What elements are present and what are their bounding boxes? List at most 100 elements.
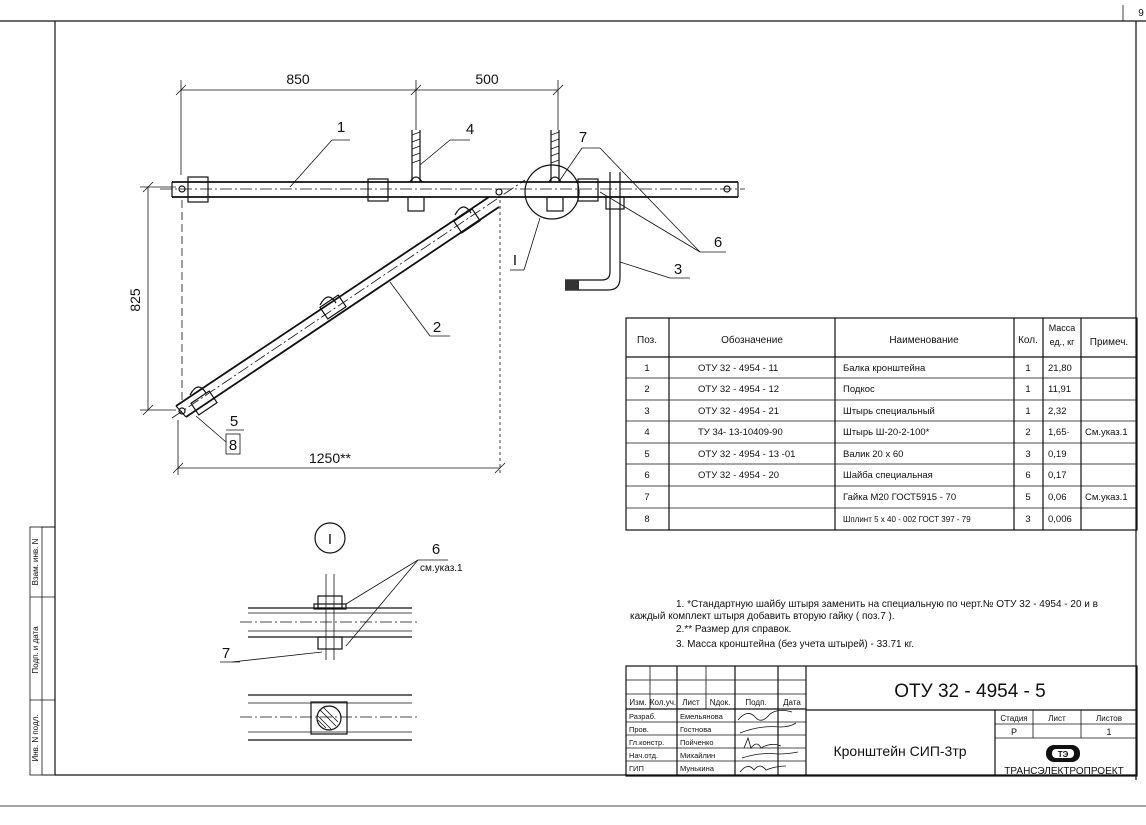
bracket-main-view: 850 500 825 1250** xyxy=(127,71,745,475)
tb-sheet-label: Лист xyxy=(1048,714,1066,723)
spec-cell-designation: ОТУ 32 - 4954 - 21 xyxy=(698,406,779,417)
leader-lines xyxy=(195,139,726,443)
tb-col-change: Изм. xyxy=(629,698,646,707)
special-pin xyxy=(565,172,625,291)
note-line-1: 1. *Стандартную шайбу штыря заменить на … xyxy=(676,598,1098,610)
tb-sheets-label: Листов xyxy=(1096,714,1122,723)
table-header-note: Примеч. xyxy=(1090,337,1128,348)
pos-8-label: 8 xyxy=(229,437,237,454)
spec-cell-designation: ОТУ 32 - 4954 - 20 xyxy=(698,470,779,481)
spec-cell-mass: 21,80 xyxy=(1048,363,1072,374)
sheet-frame xyxy=(0,5,1146,807)
side-stamp: Взам. инв. N Подп. и дата Инв. N подл. xyxy=(29,526,56,776)
svg-text:ед., кг: ед., кг xyxy=(1050,337,1075,347)
stamp-replaces-inv: Взам. инв. N xyxy=(31,538,40,585)
spec-cell-pos: 7 xyxy=(644,492,649,503)
spec-cell-name: Валик 20 х 60 xyxy=(843,449,903,460)
page-number: 9 xyxy=(1138,8,1144,19)
tb-col-date: Дата xyxy=(783,698,801,707)
spec-cell-qty: 1 xyxy=(1025,384,1030,395)
spec-cell-pos: 3 xyxy=(644,406,649,417)
pos-7-label: 7 xyxy=(579,129,587,146)
dim-500-label: 500 xyxy=(475,71,499,87)
notes-block: 1. *Стандартную шайбу штыря заменить на … xyxy=(630,598,1098,650)
document-code: ОТУ 32 - 4954 - 5 xyxy=(894,681,1045,702)
spec-cell-pos: 1 xyxy=(644,363,649,374)
spec-cell-qty: 2 xyxy=(1025,427,1030,438)
detail-title-mark: I xyxy=(328,531,332,548)
pin-right xyxy=(524,130,580,220)
tb-sheets-value: 1 xyxy=(1106,727,1111,737)
spec-cell-designation: ОТУ 32 - 4954 - 13 -01 xyxy=(698,449,795,460)
detail-mark-main: I xyxy=(513,252,517,269)
spec-cell-mass: 2,32 xyxy=(1048,406,1067,417)
tb-name-1: Емельянова xyxy=(680,712,724,721)
spec-cell-qty: 1 xyxy=(1025,363,1030,374)
spec-cell-pos: 4 xyxy=(644,427,649,438)
spec-cell-designation: ОТУ 32 - 4954 - 12 xyxy=(698,384,779,395)
pos-3-label: 3 xyxy=(674,261,682,278)
spec-cell-designation: ТУ 34- 13-10409-90 xyxy=(698,427,783,438)
table-header-designation: Обозначение xyxy=(721,334,783,346)
spec-cell-qty: 1 xyxy=(1025,406,1030,417)
pos-4-label: 4 xyxy=(466,121,474,138)
logo-letters: ТЭ xyxy=(1058,750,1069,759)
spec-table-rows: 1 ОТУ 32 - 4954 - 11 Балка кронштейна 1 21,8… xyxy=(644,363,1127,525)
spec-cell-qty: 3 xyxy=(1025,449,1030,460)
spec-cell-qty: 6 xyxy=(1025,470,1030,481)
pos-2-label: 2 xyxy=(433,319,441,336)
dim-1250-label: 1250** xyxy=(309,450,352,466)
spec-cell-designation: ОТУ 32 - 4954 - 11 xyxy=(698,363,778,374)
stamp-sign-date: Подп. и дата xyxy=(31,626,40,674)
spec-cell-name: Балка кронштейна xyxy=(843,363,926,374)
tb-col-sheet: Лист xyxy=(682,698,700,707)
dimension-vertical xyxy=(140,181,176,416)
spec-cell-mass: 1,65· xyxy=(1048,427,1070,438)
dim-825-label: 825 xyxy=(127,288,143,312)
spec-cell-mass: 0,19 xyxy=(1048,449,1067,460)
spec-cell-name: Шайба специальная xyxy=(843,470,933,481)
detail-view: I xyxy=(220,522,448,741)
pin-left xyxy=(407,130,425,212)
tb-role-1: Разраб. xyxy=(629,712,656,721)
spec-cell-name: Штырь специальный xyxy=(843,406,935,417)
table-header-mass: Масса xyxy=(1049,323,1076,333)
tb-stage-label: Стадия xyxy=(1000,714,1027,723)
spec-cell-mass: 0,17 xyxy=(1048,470,1067,481)
tb-name-3: Пойченко xyxy=(680,738,714,747)
tb-name-2: Гостнова xyxy=(680,725,712,734)
tb-name-4: Михайлин xyxy=(680,751,715,760)
spec-cell-note: См.указ.1 xyxy=(1085,492,1128,503)
tb-col-sign: Подп. xyxy=(745,698,766,707)
spec-cell-mass: 0,06 xyxy=(1048,492,1067,503)
spec-table xyxy=(625,317,1138,531)
spec-cell-pos: 5 xyxy=(644,449,649,460)
title-block xyxy=(625,665,1138,777)
tb-name-5: Мунькина xyxy=(680,764,715,773)
tb-col-count: Кол.уч. xyxy=(650,698,676,707)
pos-8-box xyxy=(225,433,241,455)
horizontal-beam xyxy=(160,176,745,203)
tb-col-docno: Nдок. xyxy=(710,698,731,707)
note-line-2: каждый комплект штыря добавить вторую га… xyxy=(630,610,895,622)
pos-6-label: 6 xyxy=(714,234,722,251)
organization-name: ТРАНСЭЛЕКТРОПРОЕКТ xyxy=(1004,766,1123,777)
table-header-name: Наименование xyxy=(889,335,959,346)
detail-pos-6-label: 6 xyxy=(432,541,440,558)
spec-cell-qty: 5 xyxy=(1025,492,1030,503)
tb-stage-value: Р xyxy=(1011,727,1017,737)
dimension-bottom xyxy=(172,200,506,475)
spec-cell-pos: 8 xyxy=(644,514,649,525)
tb-role-4: Нач.отд. xyxy=(629,751,658,760)
note-line-3: 2.** Размер для справок. xyxy=(676,624,791,635)
table-header-pos: Поз. xyxy=(637,335,657,346)
pos-5-label: 5 xyxy=(230,413,238,430)
spec-cell-mass: 0,006 xyxy=(1048,514,1072,525)
spec-cell-pos: 6 xyxy=(644,470,649,481)
tb-role-2: Пров. xyxy=(629,725,649,734)
spec-cell-qty: 3 xyxy=(1025,514,1030,525)
note-line-4: 3. Масса кронштейна (без учета штырей) -… xyxy=(676,638,914,650)
spec-cell-name: Гайка М20 ГОСТ5915 - 70 xyxy=(843,492,956,503)
